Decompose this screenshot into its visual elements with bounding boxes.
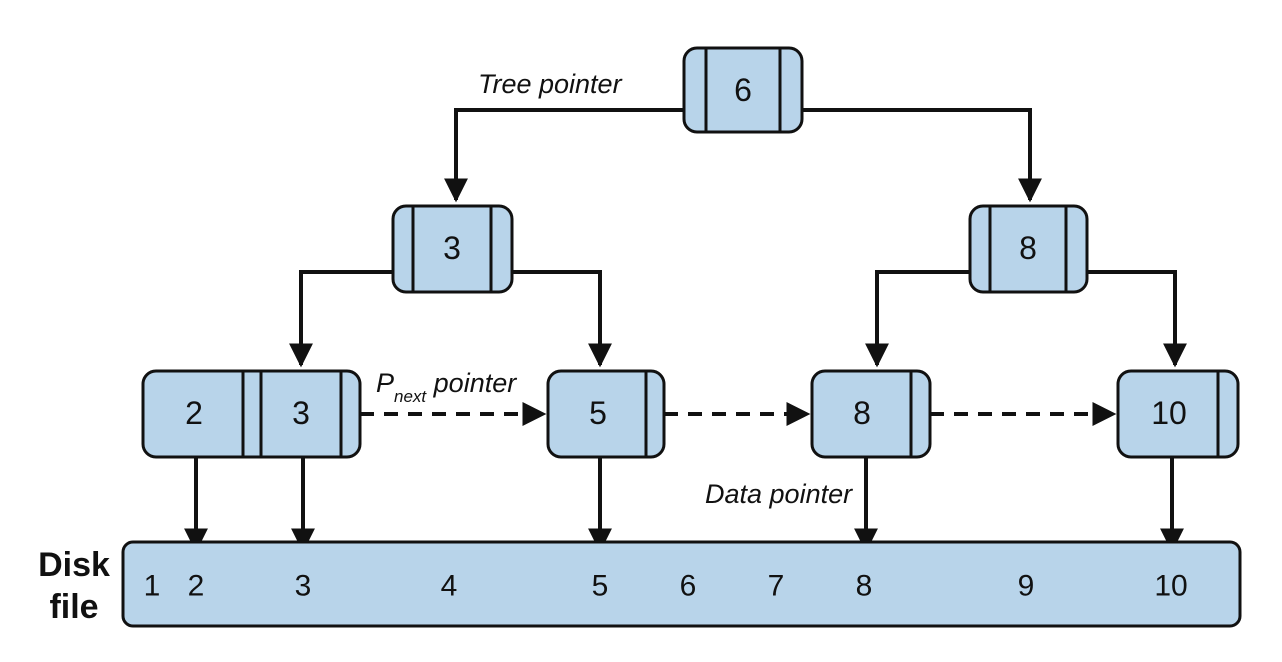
tree-pointer-left-to-leaf2 <box>512 270 612 368</box>
node-key: 5 <box>589 395 607 431</box>
root-node: 6 <box>682 46 804 134</box>
leaf-node-4: 10 <box>1116 369 1240 459</box>
internal-node-left: 3 <box>391 204 514 294</box>
pnext-pointer-label: Pnext pointer <box>376 368 517 406</box>
disk-record: 10 <box>1154 570 1187 603</box>
node-key: 3 <box>443 230 461 266</box>
disk-file-label-line1: Disk <box>38 546 110 584</box>
disk-record: 7 <box>768 570 785 603</box>
tree-pointer-right-to-leaf3 <box>865 270 970 368</box>
disk-record: 6 <box>680 570 697 603</box>
disk-record: 1 <box>144 570 161 603</box>
tree-pointer-root-left <box>444 108 684 203</box>
tree-pointer-right-to-leaf4 <box>1087 270 1187 368</box>
pnext-subscript: next <box>394 387 427 406</box>
disk-record: 2 <box>188 570 205 603</box>
disk-record: 4 <box>441 570 458 603</box>
pnext-rest: pointer <box>426 368 517 398</box>
leaf-node-3: 8 <box>810 369 932 459</box>
node-key: 2 <box>185 395 203 431</box>
node-key: 8 <box>853 395 871 431</box>
pnext-main: P <box>376 368 394 398</box>
disk-file-label-line2: file <box>49 588 98 626</box>
disk-file: 1 2 3 4 5 6 7 8 9 10 <box>121 540 1242 628</box>
tree-pointer-left-to-leaf1 <box>289 270 393 368</box>
disk-record: 8 <box>856 570 873 603</box>
disk-record: 9 <box>1018 570 1035 603</box>
data-pointer-label: Data pointer <box>705 479 853 509</box>
node-key: 10 <box>1151 395 1187 431</box>
disk-record: 3 <box>295 570 312 603</box>
leaf-node-1: 2 3 <box>141 369 362 459</box>
tree-pointer-root-right <box>802 108 1042 203</box>
node-key: 6 <box>734 72 752 108</box>
tree-pointer-label: Tree pointer <box>478 69 623 99</box>
node-key: 3 <box>292 395 310 431</box>
leaf-node-2: 5 <box>546 369 666 459</box>
disk-record: 5 <box>592 570 609 603</box>
internal-node-right: 8 <box>968 204 1089 294</box>
node-key: 8 <box>1019 230 1037 266</box>
